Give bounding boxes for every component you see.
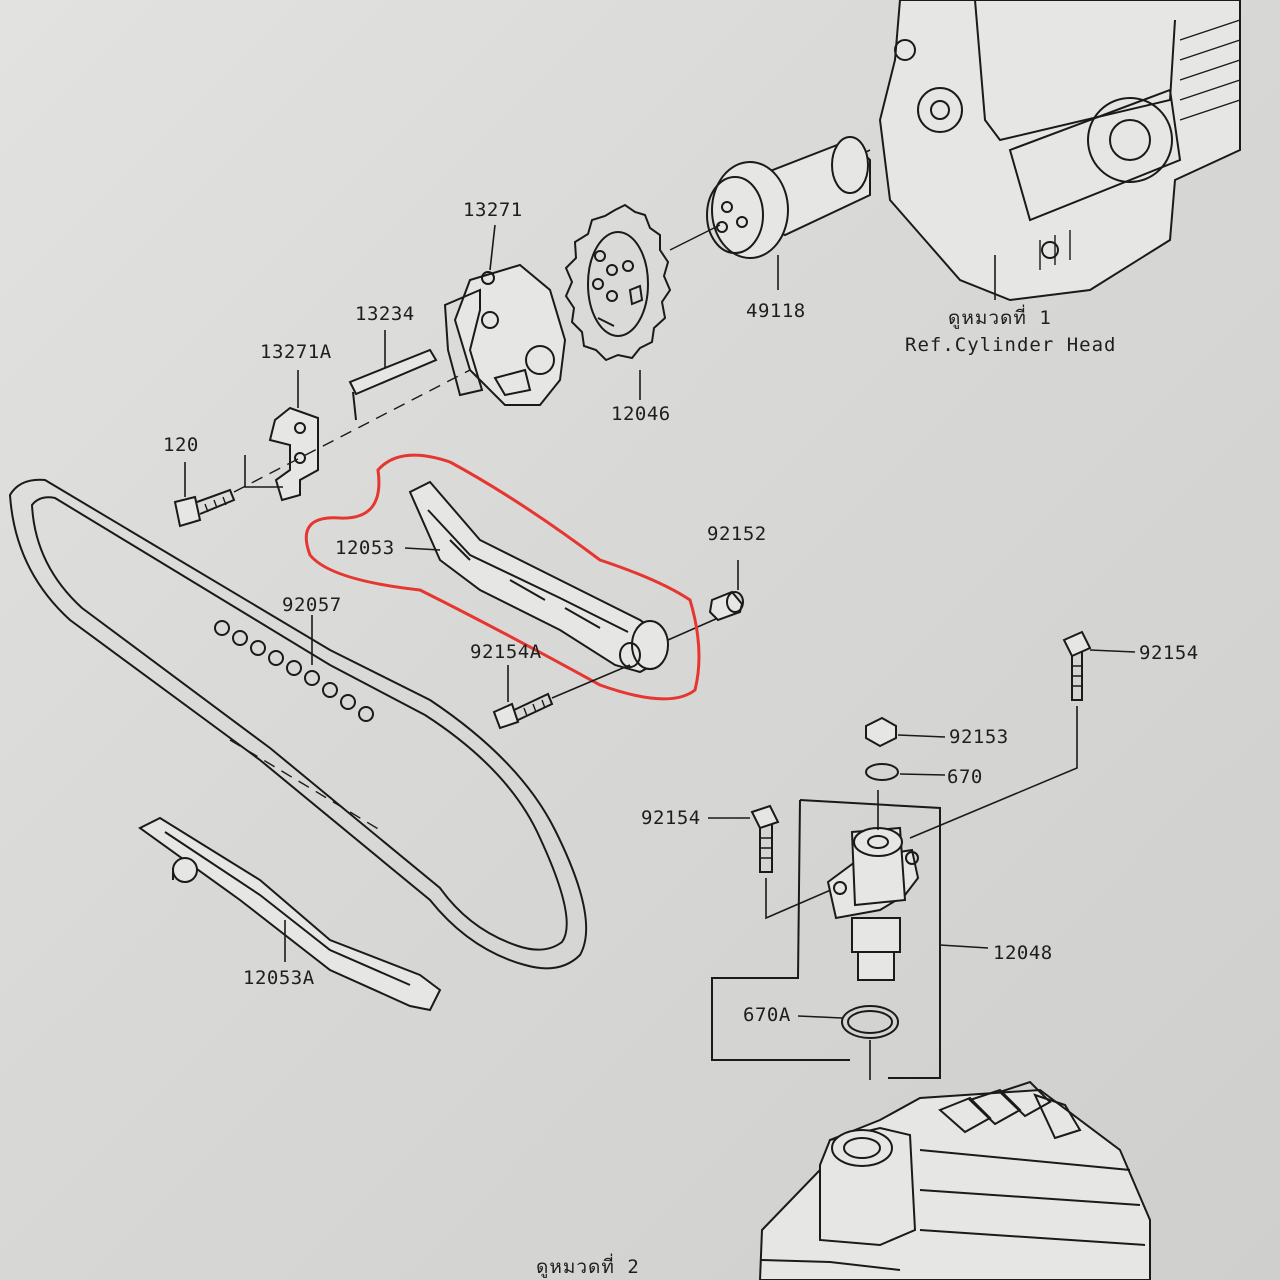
label-670a: 670A [743, 1004, 791, 1026]
cylinder-drawing [758, 1080, 1151, 1280]
decompressor-plate-drawing [443, 224, 567, 406]
cam-chain-drawing [8, 478, 588, 970]
camshaft-drawing [669, 136, 871, 290]
collar-92152-drawing [708, 560, 744, 622]
label-12053a: 12053A [243, 967, 315, 989]
label-12048: 12048 [993, 942, 1053, 964]
decompressor-bracket-drawing [244, 370, 319, 502]
tensioner-assembly-drawing [708, 630, 1136, 1080]
chain-guide-12053a-drawing [138, 816, 442, 1012]
ref-bottom-thai: ดูหมวดที่ 2 [536, 1256, 640, 1278]
ref-cylinder-head-thai: ดูหมวดที่ 1 [948, 307, 1052, 329]
cam-sprocket-drawing [564, 203, 672, 400]
red-highlight-outline [304, 453, 701, 701]
label-92152: 92152 [707, 523, 767, 545]
chain-links [214, 620, 374, 722]
label-670: 670 [947, 766, 983, 788]
label-13234: 13234 [355, 303, 415, 325]
label-49118: 49118 [746, 300, 806, 322]
label-120: 120 [163, 434, 199, 456]
bolt-120-drawing [173, 369, 471, 528]
label-92057: 92057 [282, 594, 342, 616]
bolt-92154a-drawing [492, 664, 631, 730]
cylinder-head-drawing [878, 0, 1241, 302]
decompressor-shaft-drawing [348, 330, 438, 421]
label-92153: 92153 [949, 726, 1009, 748]
label-92154a: 92154A [470, 641, 542, 663]
label-13271a: 13271A [260, 341, 332, 363]
label-92154-left: 92154 [641, 807, 701, 829]
label-92154-top: 92154 [1139, 642, 1199, 664]
label-13271: 13271 [463, 199, 523, 221]
chain-guide-12053-drawing [304, 453, 719, 701]
ref-cylinder-head-en: Ref.Cylinder Head [905, 334, 1117, 356]
label-12053: 12053 [335, 537, 395, 559]
label-12046: 12046 [611, 403, 671, 425]
